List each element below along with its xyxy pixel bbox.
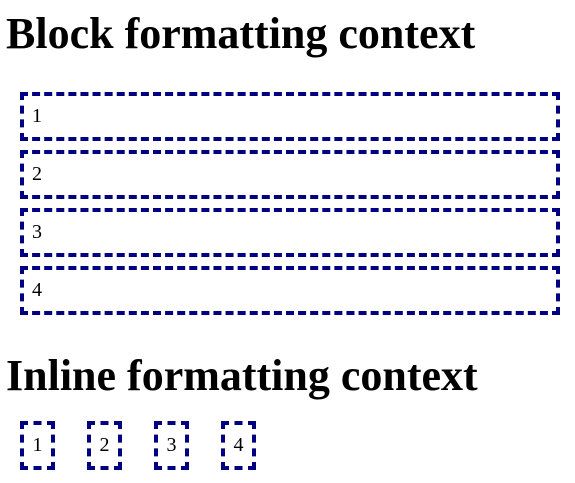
block-section-title: Block formatting context (6, 9, 476, 58)
block-box-label: 1 (32, 105, 42, 127)
inline-box-2: 2 (87, 421, 122, 470)
block-box-label: 2 (32, 163, 42, 185)
block-box-3: 3 (20, 208, 560, 257)
inline-box-3: 3 (154, 421, 189, 470)
inline-box-1: 1 (20, 421, 55, 470)
block-box-label: 4 (32, 279, 42, 301)
block-box-list: 1 2 3 4 (20, 92, 560, 315)
block-box-label: 3 (32, 221, 42, 243)
block-box-4: 4 (20, 266, 560, 315)
block-box-2: 2 (20, 150, 560, 199)
inline-section-title: Inline formatting context (6, 351, 478, 400)
block-box-1: 1 (20, 92, 560, 141)
inline-box-4: 4 (221, 421, 256, 470)
